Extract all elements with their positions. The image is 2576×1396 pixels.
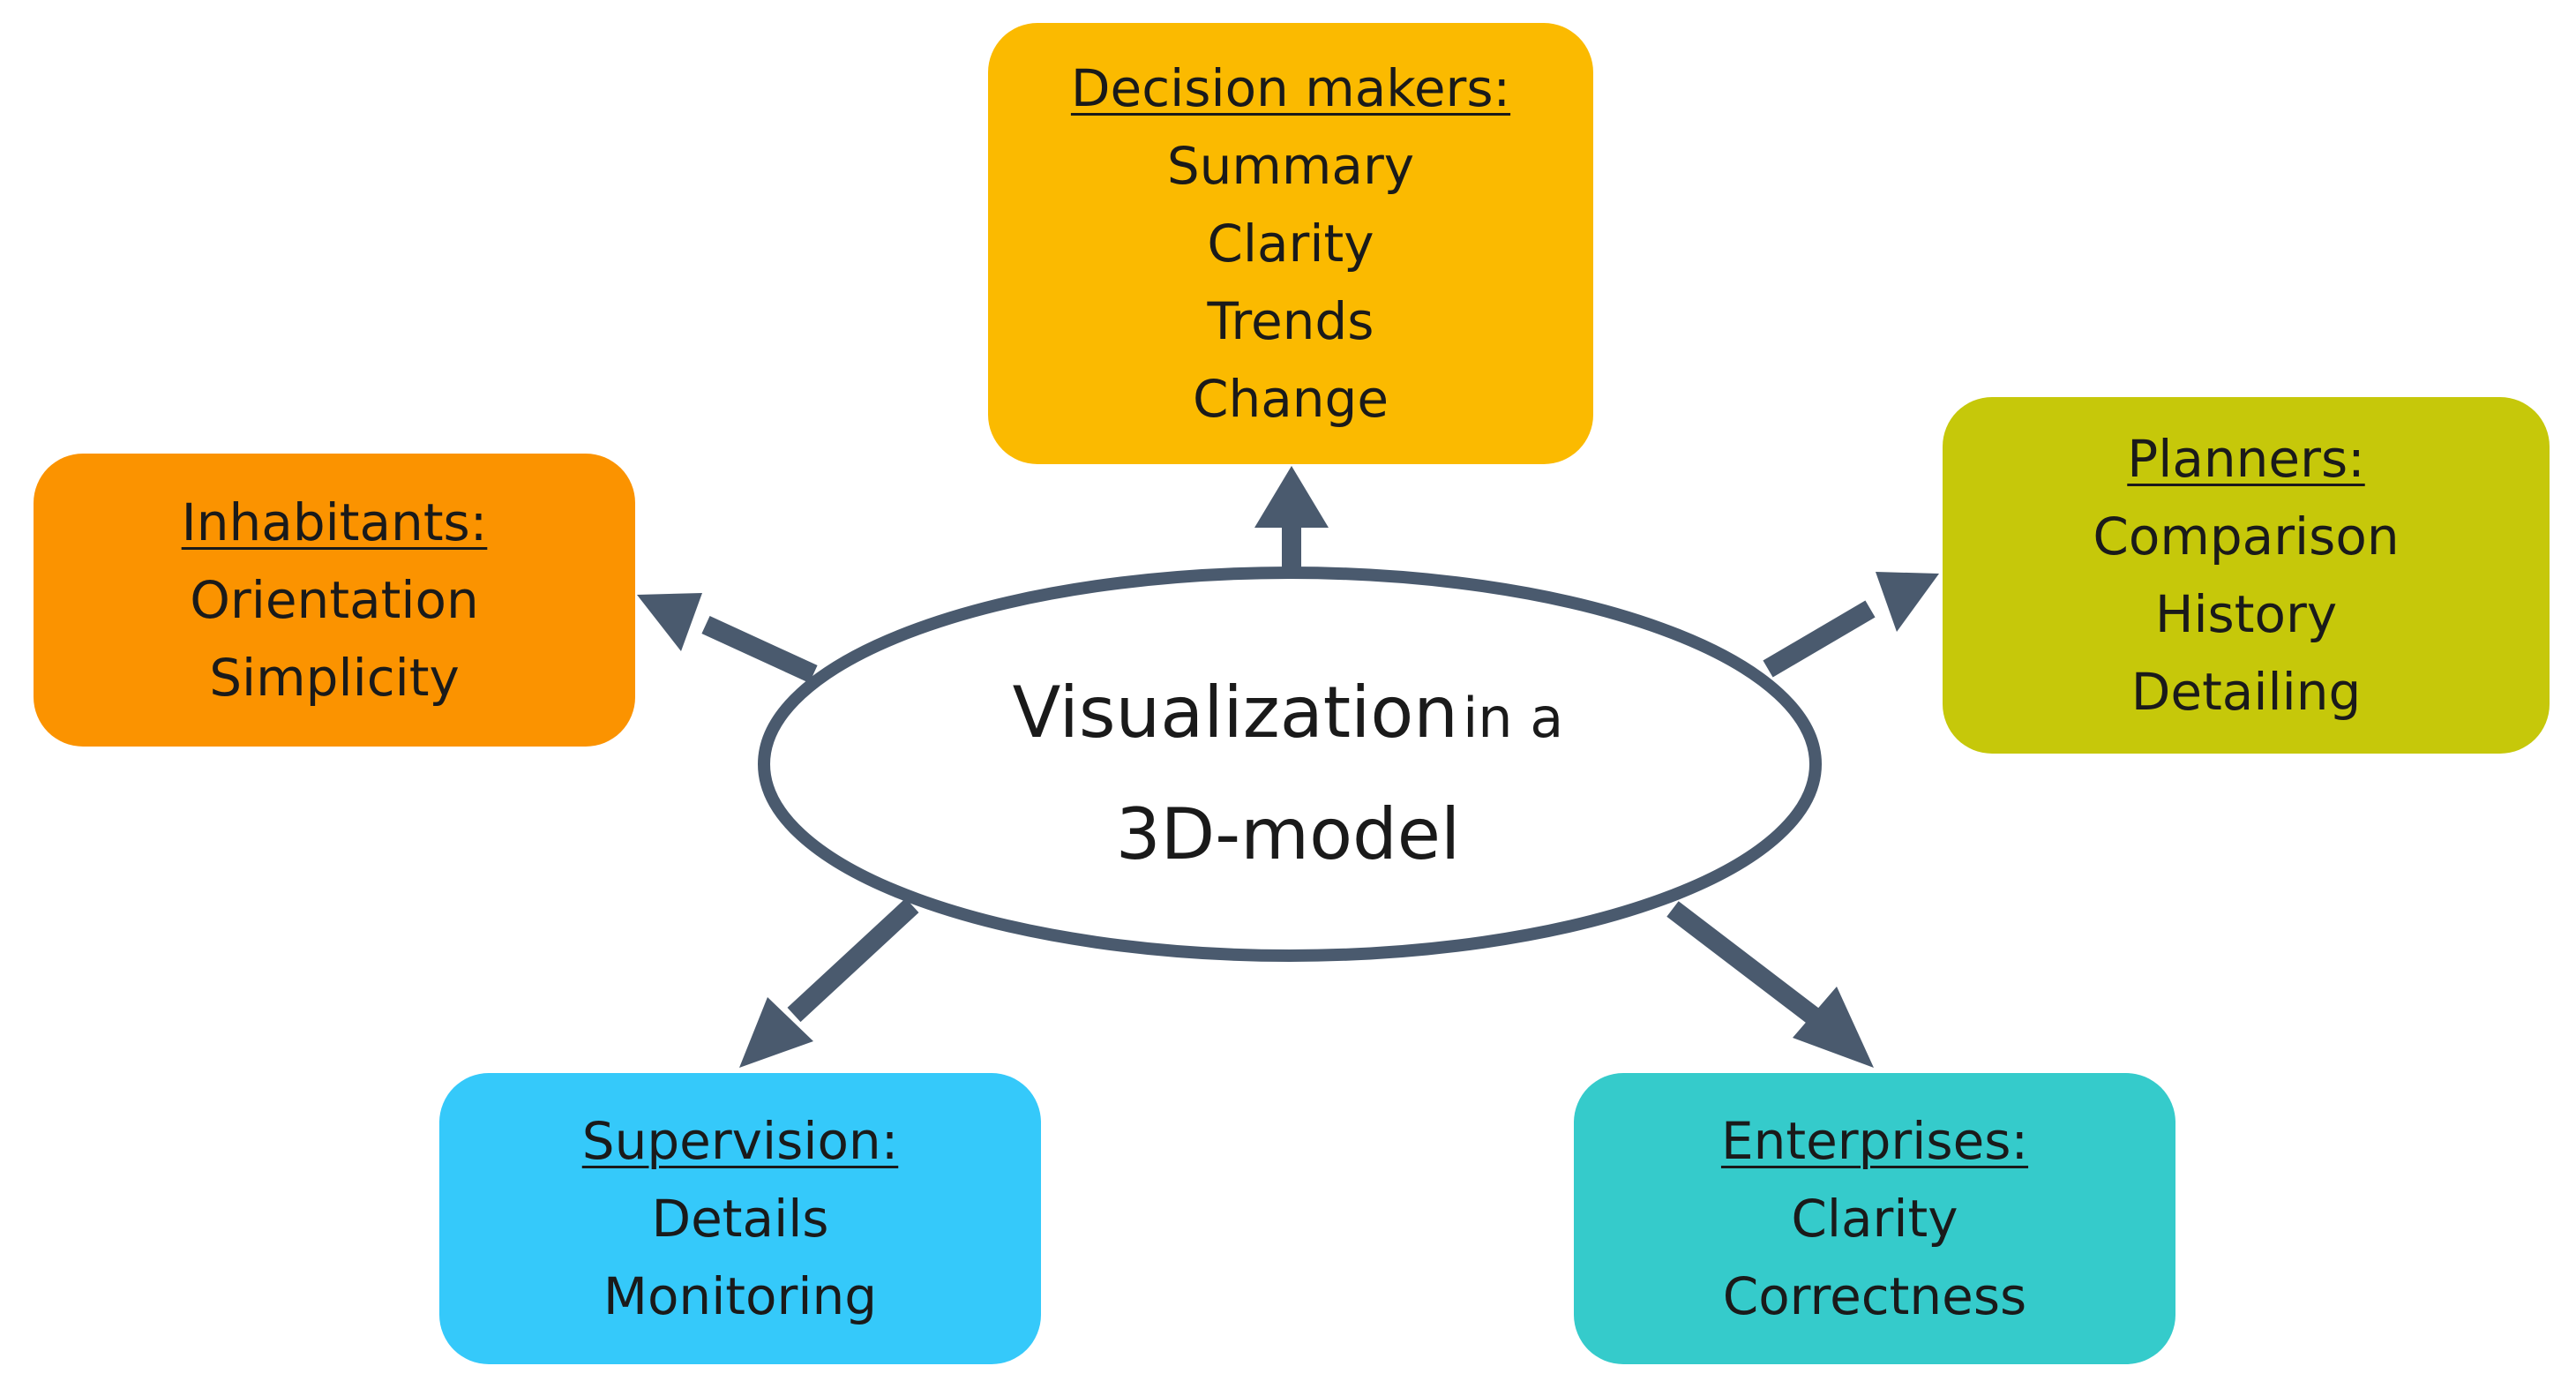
decision-makers-title: Decision makers:	[1070, 58, 1511, 118]
center-label-line-2: 3D-model	[1115, 793, 1461, 875]
center-label-line-1: Visualization in a	[776, 662, 1800, 784]
decision-makers-item: Summary	[1166, 136, 1415, 196]
supervision-title: Supervision:	[581, 1111, 899, 1171]
inhabitants-title: Inhabitants:	[181, 492, 488, 552]
planners-item: History	[2154, 584, 2338, 644]
inhabitants-item: Orientation	[190, 570, 479, 630]
arrow-to-decision-makers	[1254, 466, 1329, 574]
inhabitants-item: Simplicity	[209, 648, 460, 708]
enterprises-item: Clarity	[1791, 1189, 1958, 1249]
enterprises-title: Enterprises:	[1720, 1111, 2029, 1171]
planners-item: Comparison	[2093, 507, 2400, 567]
center-label: Visualization in a 3D-model	[776, 662, 1800, 886]
supervision-box: Supervision: Details Monitoring	[439, 1073, 1041, 1364]
planners-box: Planners: Comparison History Detailing	[1943, 397, 2550, 754]
decision-makers-item: Clarity	[1207, 214, 1374, 274]
inhabitants-box: Inhabitants: Orientation Simplicity	[34, 454, 635, 747]
center-word-visualization: Visualization	[1012, 672, 1458, 754]
decision-makers-item: Change	[1192, 369, 1389, 429]
center-word-in-a: in a	[1463, 686, 1564, 750]
arrow-to-inhabitants	[637, 593, 818, 683]
planners-item: Detailing	[2130, 662, 2362, 722]
decision-makers-box: Decision makers: Summary Clarity Trends …	[988, 23, 1593, 464]
enterprises-box: Enterprises: Clarity Correctness	[1574, 1073, 2175, 1364]
arrow-to-planners	[1763, 572, 1939, 678]
supervision-item: Monitoring	[603, 1266, 878, 1326]
arrow-to-supervision	[739, 897, 919, 1068]
planners-title: Planners:	[2127, 429, 2365, 489]
supervision-item: Details	[651, 1189, 829, 1249]
decision-makers-item: Trends	[1207, 291, 1374, 351]
enterprises-item: Correctness	[1722, 1266, 2027, 1326]
arrow-to-enterprises	[1666, 901, 1874, 1068]
